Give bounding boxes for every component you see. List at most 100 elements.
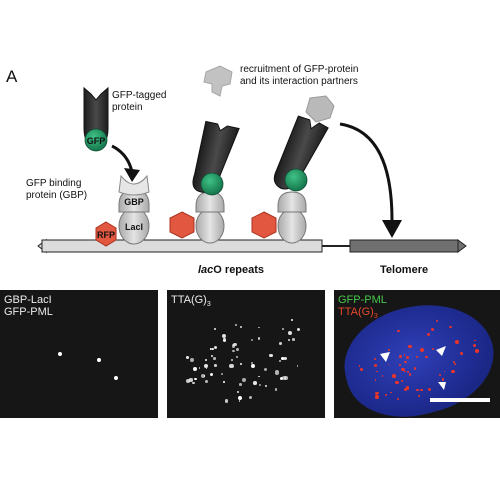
- telomere-spot: [186, 379, 191, 384]
- telomere-spot: [292, 338, 295, 341]
- telomere-spot: [194, 377, 197, 380]
- telomere-spot: [420, 388, 423, 392]
- telomere-spot: [290, 318, 294, 322]
- telomere-spot: [474, 339, 477, 342]
- arrowheads-overlay: [380, 346, 446, 390]
- bound-protein-icon: [192, 120, 240, 193]
- telomere-spot: [258, 383, 262, 386]
- telomere-spot: [185, 355, 190, 359]
- telomere-spot: [192, 381, 196, 385]
- image3-label-green: GFP-PML: [338, 294, 387, 306]
- gfp-tagged-label-2: protein: [112, 102, 143, 113]
- telomere-spot: [205, 358, 208, 361]
- telomere-label: Telomere: [380, 264, 428, 276]
- recruitment-label-1: recruitment of GFP-protein: [240, 64, 358, 75]
- gbp-laci-anchor-1: GBP LacI RFP: [95, 174, 150, 247]
- telomere-spot: [406, 355, 410, 359]
- gfp-domain-icon: [200, 172, 224, 196]
- telomere-spot: [222, 338, 227, 342]
- telomere-spot: [417, 395, 420, 398]
- scale-bar: [430, 398, 490, 402]
- laci-domain-icon: [195, 208, 225, 244]
- gbp-label-1: GFP binding: [26, 178, 81, 189]
- telomere-spot: [198, 367, 201, 370]
- telomere-spot: [400, 380, 403, 383]
- telomere-spot: [451, 369, 455, 373]
- dna-break-right-icon: [457, 239, 467, 253]
- telomere-spot: [234, 323, 238, 326]
- gbp-badge: GBP: [124, 197, 144, 207]
- binding-arrow: [111, 144, 134, 173]
- telomere-spot: [390, 391, 392, 394]
- telomere-spot: [223, 381, 225, 383]
- panel-a-diagram: A GFP GFP-tagged protein GFP binding pro…: [6, 64, 467, 276]
- image2-label: TTA(G)3: [171, 294, 211, 309]
- telomere-spot: [284, 375, 289, 381]
- telomere-spot: [376, 370, 378, 372]
- telomere-spot: [240, 326, 243, 329]
- telomere-spot: [281, 328, 284, 330]
- rfp-domain-icon: [95, 221, 117, 247]
- gbp-laci-anchor-2: [169, 120, 240, 244]
- telomere-spot: [439, 374, 442, 376]
- telomere-spot: [211, 347, 214, 351]
- telomere-spot: [257, 326, 260, 329]
- telomere-spot: [436, 319, 439, 322]
- telomere-spot: [220, 372, 224, 376]
- telomere-spot: [213, 357, 216, 360]
- telomere-spot: [397, 329, 400, 332]
- telomere-spot: [449, 325, 452, 329]
- telomere-spot: [213, 345, 218, 350]
- telomere-spot: [209, 348, 212, 350]
- telomere-spot: [431, 347, 435, 351]
- telomere-spot: [200, 373, 205, 378]
- binding-arrowhead-icon: [124, 168, 140, 182]
- image1-label-2: GFP-PML: [4, 306, 53, 318]
- free-gfp-tagged-protein: GFP: [83, 86, 109, 152]
- telomere-spot: [280, 357, 284, 361]
- telomere-spot: [427, 332, 431, 336]
- telomere-spot: [214, 327, 217, 330]
- telomere-spot: [373, 363, 377, 367]
- telomere-spot: [278, 342, 282, 345]
- telomere-spot: [431, 328, 435, 332]
- telomere-spot: [265, 384, 268, 387]
- telomere-spot: [428, 387, 432, 392]
- telomere-spot: [296, 327, 301, 332]
- telomere-spot: [374, 379, 377, 381]
- telomere-spot: [408, 345, 412, 349]
- telomere-spot: [296, 364, 299, 367]
- telomere-spot: [384, 393, 388, 397]
- foci-spot: [114, 376, 118, 380]
- telomere-spot: [452, 360, 456, 363]
- telomere-spot: [235, 355, 239, 358]
- telomere-spot: [229, 363, 234, 368]
- arrowhead-icon: [436, 346, 446, 356]
- telomere-spot: [394, 380, 399, 385]
- telomere-spot: [238, 395, 243, 400]
- arrowhead-icon: [438, 382, 446, 390]
- telomere-spot: [275, 370, 280, 375]
- telomere-spot: [231, 344, 236, 348]
- rfp-badge: RFP: [97, 230, 115, 240]
- telomere-spot: [407, 371, 410, 374]
- telomere-spot: [209, 373, 213, 377]
- rfp-domain-icon: [251, 211, 277, 239]
- telomere-spot: [374, 391, 378, 396]
- telomere-spot: [251, 363, 256, 368]
- telomere-spot: [473, 343, 477, 347]
- foci-spot: [97, 358, 101, 362]
- arrowhead-icon: [380, 352, 390, 362]
- telomere-spot: [443, 370, 446, 373]
- telomere-spot: [358, 365, 361, 367]
- micrograph-gbp-laci-gfp-pml: GBP-LacI GFP-PML: [0, 290, 158, 418]
- interaction-partner-icon: [305, 95, 335, 123]
- telomere-spot: [405, 386, 410, 390]
- telomere-spot: [455, 340, 459, 345]
- telomere-spot: [210, 355, 213, 358]
- telomere-spot: [205, 367, 207, 370]
- telomere-spot: [404, 370, 407, 373]
- telomere-spot: [257, 337, 261, 340]
- telomere-spot: [396, 397, 400, 401]
- telomere-spot: [249, 396, 253, 400]
